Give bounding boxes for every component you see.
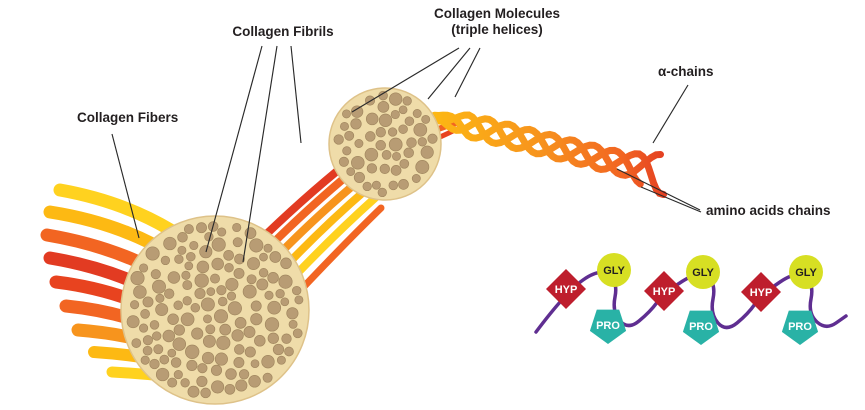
label-collagen-molecules-line2: (triple helices) (451, 22, 543, 38)
amino-code: GLY (603, 265, 625, 277)
hyp-diamond-icon (546, 269, 586, 309)
amino-unit-gly: GLY (597, 253, 631, 287)
molecules-pointer-line (351, 47, 460, 113)
amino-unit-pro: PRO (781, 310, 819, 345)
amino-code: GLY (795, 267, 817, 279)
fibers-pointer-line (111, 133, 140, 239)
triple-helix (429, 111, 667, 198)
amino-code: PRO (596, 320, 620, 332)
amino-code: HYP (555, 284, 578, 296)
amino-unit-gly: GLY (686, 255, 720, 289)
amino-unit-pro: PRO (682, 310, 720, 345)
pro-pentagon-icon (682, 310, 720, 345)
fibrils-pointer-line (242, 45, 278, 263)
pro-pentagon-icon (781, 310, 819, 345)
amino-acids-pointer-line (640, 186, 702, 213)
amino-code: PRO (788, 321, 812, 333)
amino-acid-chain: HYP GLY PRO HYP GLY PRO (534, 253, 848, 345)
amino-code: GLY (692, 267, 714, 279)
hyp-diamond-icon (741, 272, 781, 312)
amino-unit-hyp: HYP (741, 272, 781, 312)
label-collagen-molecules: Collagen Molecules (triple helices) (412, 6, 582, 38)
amino-unit-hyp: HYP (644, 271, 684, 311)
alpha-chains-pointer-line (652, 84, 689, 144)
amino-code: HYP (653, 286, 676, 298)
amino-unit-gly: GLY (789, 255, 823, 289)
molecule-dots (333, 90, 438, 198)
molecules-pointer-line (454, 47, 481, 98)
fiber-cross-section (120, 215, 310, 405)
gly-circle-icon (789, 255, 823, 289)
label-collagen-molecules-line1: Collagen Molecules (433, 6, 561, 21)
pro-pentagon-icon (589, 309, 627, 344)
label-collagen-fibrils: Collagen Fibrils (232, 24, 334, 39)
amino-acids-pointer-line (616, 168, 701, 211)
molecules-pointer-line (427, 47, 471, 100)
fibril-cross-section (328, 87, 442, 201)
helix-alpha-chain (429, 111, 664, 179)
amino-code: HYP (750, 287, 773, 299)
helix-alpha-chain (430, 111, 667, 198)
fibrils-pointer-line (290, 45, 302, 144)
leader-lines (111, 45, 702, 263)
label-alpha-chains: α-chains (658, 64, 714, 79)
gly-circle-icon (686, 255, 720, 289)
label-amino-acids-chains: amino acids chains (706, 203, 831, 218)
label-collagen-fibers: Collagen Fibers (77, 110, 179, 125)
hyp-diamond-icon (644, 271, 684, 311)
amino-unit-pro: PRO (589, 309, 627, 344)
amino-unit-hyp: HYP (546, 269, 586, 309)
fibril-dots (126, 221, 304, 399)
fibrils-pointer-line (205, 45, 263, 253)
gly-circle-icon (597, 253, 631, 287)
amino-code: PRO (689, 321, 713, 333)
